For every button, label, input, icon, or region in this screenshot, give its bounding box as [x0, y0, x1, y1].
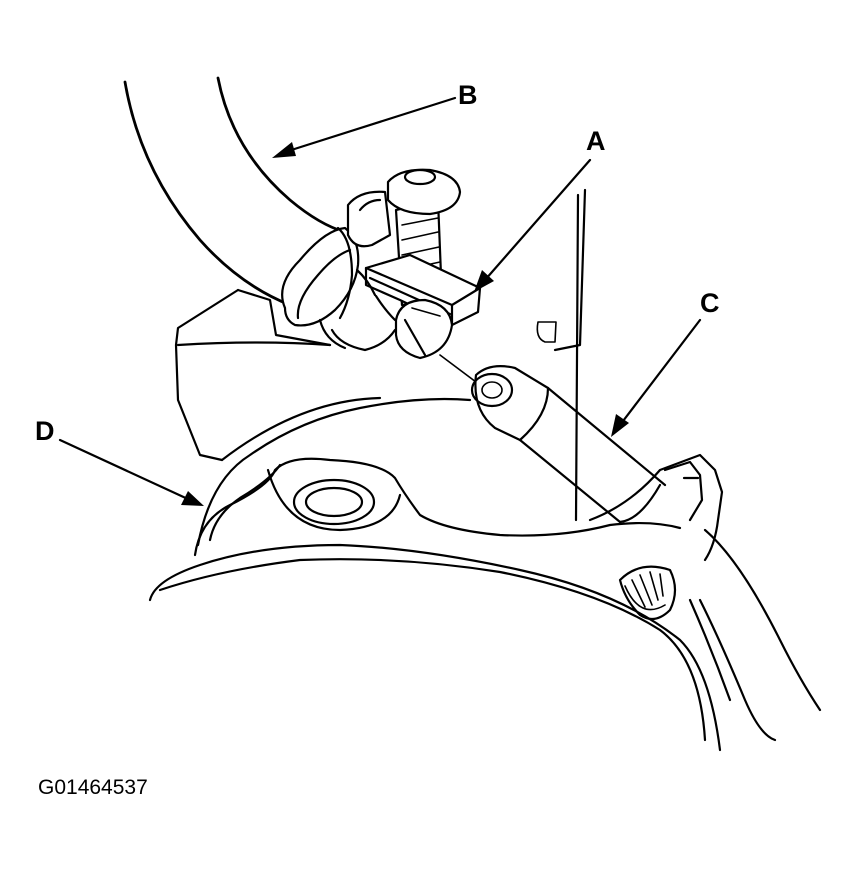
- hose-b: [123, 76, 397, 352]
- callout-a: A: [586, 126, 606, 156]
- arrowhead-d: [181, 491, 204, 506]
- callout-b: B: [458, 80, 478, 110]
- leader-d: [58, 438, 192, 502]
- socket-c: [470, 365, 667, 524]
- leader-b: [283, 96, 457, 154]
- leader-a: [483, 158, 592, 282]
- callout-d: D: [35, 416, 55, 446]
- figure-id: G01464537: [38, 776, 148, 799]
- leader-c: [618, 318, 702, 427]
- arrowhead-b: [272, 142, 296, 158]
- callout-c: C: [700, 288, 720, 318]
- rear-bracket-outline: [174, 188, 587, 522]
- leader-lines: [58, 96, 702, 506]
- clamp-a: [336, 168, 482, 386]
- arrowhead-a: [474, 270, 494, 292]
- housing-d: [148, 396, 822, 752]
- arrowhead-c: [611, 414, 629, 437]
